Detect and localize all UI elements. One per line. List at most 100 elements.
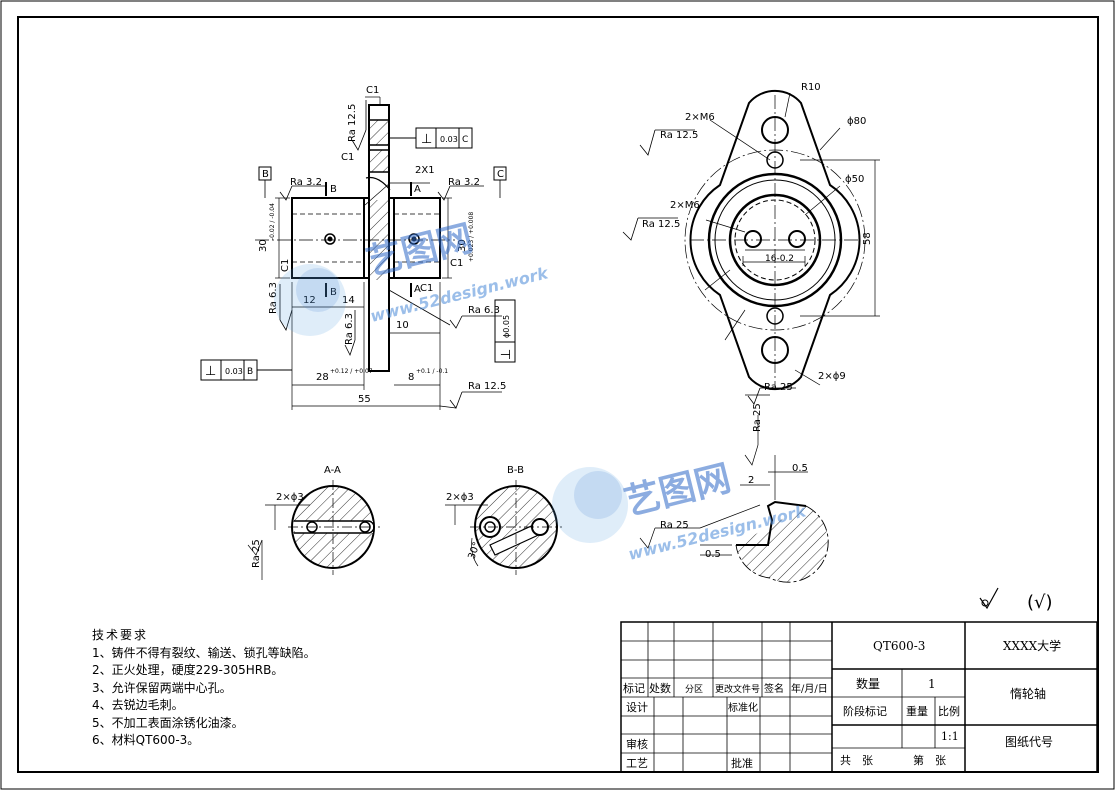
tol1-value: 0.03 <box>440 135 458 144</box>
detail-view: Ra 25 Ra 25 0.5 2 0.5 <box>639 403 829 583</box>
dim-58: 58 <box>862 232 873 245</box>
dim-30-right: 30 <box>457 239 468 252</box>
title-block <box>620 621 1098 773</box>
tb-rev-0: 标记 <box>623 681 645 695</box>
tol2-symbol: ⊥ <box>205 364 216 379</box>
front-view <box>255 96 455 410</box>
tb-rev-5: 年/月/日 <box>791 682 828 695</box>
rough-5: Ra 6.3 <box>344 313 355 345</box>
rough-12: Ra 25 <box>752 403 763 432</box>
tb-stage: 阶段标记 <box>843 704 887 718</box>
dim-30-right-tol: +0.023 / +0.008 <box>468 212 475 262</box>
rough-3: Ra 3.2 <box>448 177 480 188</box>
technical-requirements: 技术要求 1、铸件不得有裂纹、输送、锁孔等缺陷。 2、正火处理，硬度229-30… <box>92 627 422 750</box>
tb-process: 工艺 <box>626 757 648 770</box>
rough-9: Ra 12.5 <box>642 219 680 230</box>
wm2-cn: 艺图网 <box>620 458 735 524</box>
dim-2: 2 <box>748 475 754 486</box>
dim-8: 8 <box>408 372 414 383</box>
dim-r10: R10 <box>801 82 821 93</box>
rough-6: Ra 6.3 <box>468 305 500 316</box>
dim-28: 28 <box>316 372 329 383</box>
tb-part-name: 惰轮轴 <box>1010 686 1046 701</box>
tb-ratio-label: 比例 <box>938 704 960 718</box>
tb-rev-4: 签名 <box>764 682 784 695</box>
dim-30-left: 30 <box>258 239 269 252</box>
note-item: 6、材料QT600-3。 <box>92 733 200 747</box>
dim-16: 16-0.2 <box>765 254 794 264</box>
tb-ratio-value: 1:1 <box>941 730 959 743</box>
tb-drawing-no: 图纸代号 <box>1005 735 1053 749</box>
dim-phi9: 2×ϕ9 <box>818 371 846 382</box>
rough-general: (√) <box>1027 592 1053 613</box>
datum-c: C <box>497 169 504 180</box>
c1-right: C1 <box>450 258 463 269</box>
rough-8: Ra 12.5 <box>660 130 698 141</box>
section-aa: A-A 2×ϕ3 Ra 25 <box>247 465 380 580</box>
dim-8-tol: +0.1 / -0.1 <box>416 368 448 375</box>
tol1-symbol: ⊥ <box>421 132 432 147</box>
title-block-text: QT600-3 XXXX大学 数量 1 惰轮轴 阶段标记 重量 比例 1:1 图… <box>623 638 1061 770</box>
tb-sheet-no: 第 张 <box>913 753 946 767</box>
chamfer-2x1: 2X1 <box>415 165 435 176</box>
section-b-bot: B <box>330 287 337 298</box>
note-item: 5、不加工表面涂锈化油漆。 <box>92 715 244 730</box>
tb-sheet-total: 共 张 <box>840 754 873 767</box>
tb-design: 设计 <box>626 701 648 714</box>
dim-30deg: 30° <box>466 541 482 561</box>
dim-phi80: ϕ80 <box>847 116 866 127</box>
rough-7: Ra 12.5 <box>468 381 506 392</box>
dim-55: 55 <box>358 394 371 405</box>
section-aa-title: A-A <box>324 465 341 476</box>
dim-phi3-b: 2×ϕ3 <box>446 492 474 503</box>
dim-0-5-a: 0.5 <box>792 463 808 474</box>
rough-1: Ra 12.5 <box>347 104 358 142</box>
note-item: 2、正火处理，硬度229-305HRB。 <box>92 663 284 677</box>
dim-28-tol: +0.12 / +0.07 <box>330 368 373 375</box>
tol2-ref: B <box>247 367 253 377</box>
tb-weight: 重量 <box>906 704 928 718</box>
rough-2: Ra 3.2 <box>290 177 322 188</box>
section-a-bot: A <box>414 284 421 295</box>
datum-b: B <box>262 169 269 180</box>
rough-13: Ra 25 <box>660 520 689 531</box>
front-view-labels: C1 C1 2X1 B B A A C1 C1 C1 B C 12 14 10 … <box>200 85 516 409</box>
dim-0-5-b: 0.5 <box>705 549 721 560</box>
c1-left: C1 <box>280 259 291 272</box>
section-b-top: B <box>330 184 337 195</box>
section-bb-title: B-B <box>507 465 524 476</box>
tol3-value: ϕ0.05 <box>502 315 511 338</box>
tol2-value: 0.03 <box>225 367 243 376</box>
dim-10: 10 <box>396 320 409 331</box>
rough-11: Ra 25 <box>251 539 262 568</box>
tb-qty-value: 1 <box>928 677 936 691</box>
dim-30-left-tol: -0.02 / -0.04 <box>269 203 276 240</box>
tb-qty-label: 数量 <box>856 676 880 691</box>
tb-standard: 标准化 <box>728 701 758 714</box>
c1-top: C1 <box>366 85 379 96</box>
dim-14: 14 <box>342 295 355 306</box>
note-item: 4、去锐边毛刺。 <box>92 698 184 712</box>
tb-university: XXXX大学 <box>1003 638 1061 653</box>
tol1-ref: C <box>462 135 468 145</box>
inner-border <box>17 16 1099 773</box>
note-item: 3、允许保留两端中心孔。 <box>92 680 232 695</box>
rough-4: Ra 6.3 <box>268 282 279 314</box>
side-view <box>684 89 880 396</box>
note-item: 1、铸件不得有裂纹、输送、锁孔等缺陷。 <box>92 645 316 660</box>
dim-phi3-a: 2×ϕ3 <box>276 492 304 503</box>
c1-right2: C1 <box>420 283 433 294</box>
dim-12: 12 <box>303 295 316 306</box>
tol3-symbol: ⊥ <box>499 349 514 360</box>
section-a-top: A <box>414 184 421 195</box>
dim-phi50: ϕ50 <box>845 174 864 185</box>
section-bb: B-B 2×ϕ3 30° <box>445 465 562 575</box>
side-view-labels: R10 2×M6 ϕ80 ϕ50 2×M6 16-0.2 58 2×ϕ9 Ra … <box>622 82 873 405</box>
tb-review: 审核 <box>626 737 648 751</box>
c1-mid: C1 <box>341 152 354 163</box>
tb-rev-3: 更改文件号 <box>715 683 760 695</box>
notes-title: 技术要求 <box>92 628 149 642</box>
tb-rev-2: 分区 <box>685 684 703 695</box>
rough-10: Ra 25 <box>764 382 793 393</box>
tb-rev-1: 处数 <box>649 682 671 695</box>
